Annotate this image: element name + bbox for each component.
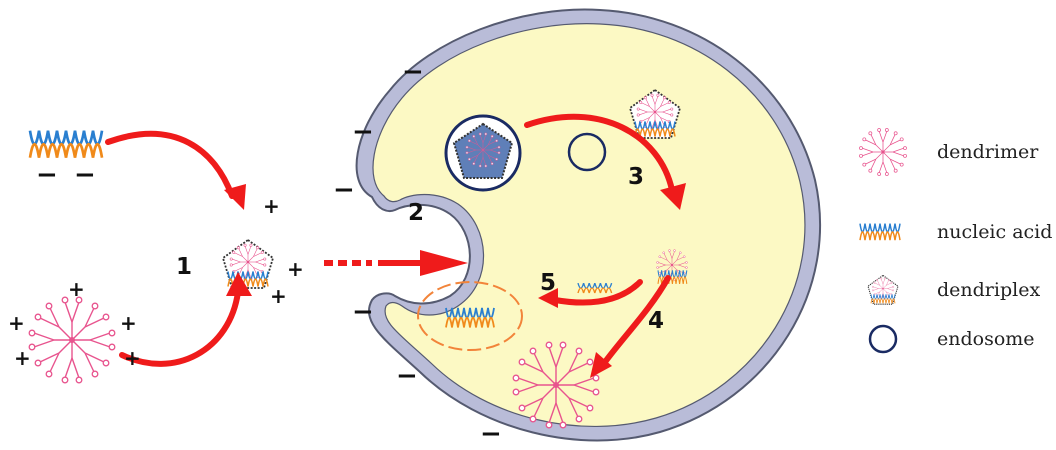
charge-negative-nucleic-1: − xyxy=(36,160,58,190)
legend-dendrimer-label: dendrimer xyxy=(937,141,1039,163)
legend-dendriplex-label: dendriplex xyxy=(937,279,1040,301)
charge-positive-dendrimer-3: + xyxy=(120,311,137,335)
charge-negative-membrane-4: − xyxy=(352,297,374,327)
arrow-dendrimer-to-complex xyxy=(119,289,241,367)
charge-negative-membrane-1: − xyxy=(402,57,424,87)
legend-endosome-icon xyxy=(868,324,898,354)
arrowhead-3 xyxy=(660,183,686,210)
arrow-to-nucleus xyxy=(552,279,643,306)
step-4-label: 4 xyxy=(648,308,664,334)
step-5-label: 5 xyxy=(540,270,556,296)
legend-nucleic-acid-icon xyxy=(859,222,901,241)
charge-positive-dendrimer-5: + xyxy=(124,346,141,370)
charge-positive-dendrimer-2: + xyxy=(8,311,25,335)
arrowhead-1 xyxy=(224,184,246,210)
legend-nucleic-acid-label: nucleic acid xyxy=(937,221,1052,243)
step-3-label: 3 xyxy=(628,164,644,190)
legend-endosome-label: endosome xyxy=(937,328,1035,350)
step-2-label: 2 xyxy=(408,200,424,226)
charge-negative-nucleic-2: − xyxy=(74,160,96,190)
legend: dendrimer nucleic acid dendriplex endoso… xyxy=(859,128,1052,354)
charge-positive-complex-3: + xyxy=(270,284,287,308)
empty-endosome xyxy=(567,132,607,172)
charge-positive-dendrimer-4: + xyxy=(14,346,31,370)
cell-cytoplasm xyxy=(372,23,806,428)
arrow-nucleic-acid-to-complex xyxy=(105,130,235,199)
arrowhead-5 xyxy=(590,352,612,378)
formed-dendriplex xyxy=(223,240,273,288)
legend-dendriplex-icon xyxy=(868,275,898,304)
charge-positive-dendrimer-1: + xyxy=(68,277,85,301)
arrowhead-2 xyxy=(226,272,252,296)
arrow-to-dendrimer-release xyxy=(602,275,671,365)
uptake-arrow xyxy=(324,250,468,276)
input-nucleic-acid xyxy=(28,129,104,160)
arrowhead-4 xyxy=(538,288,558,308)
step-1-label: 1 xyxy=(176,254,192,280)
charge-negative-membrane-3: − xyxy=(333,175,355,205)
charge-positive-complex-1: + xyxy=(263,194,280,218)
endosome-with-dendriplex xyxy=(444,114,522,192)
arrow-endosome-escape xyxy=(524,113,675,193)
charge-positive-complex-2: + xyxy=(287,257,304,281)
charge-negative-membrane-5: − xyxy=(396,361,418,391)
input-dendrimer xyxy=(28,296,116,384)
charge-negative-membrane-6: − xyxy=(480,419,502,446)
nucleus xyxy=(417,281,523,351)
legend-dendrimer-icon xyxy=(859,128,907,176)
charge-negative-membrane-2: − xyxy=(352,117,374,147)
